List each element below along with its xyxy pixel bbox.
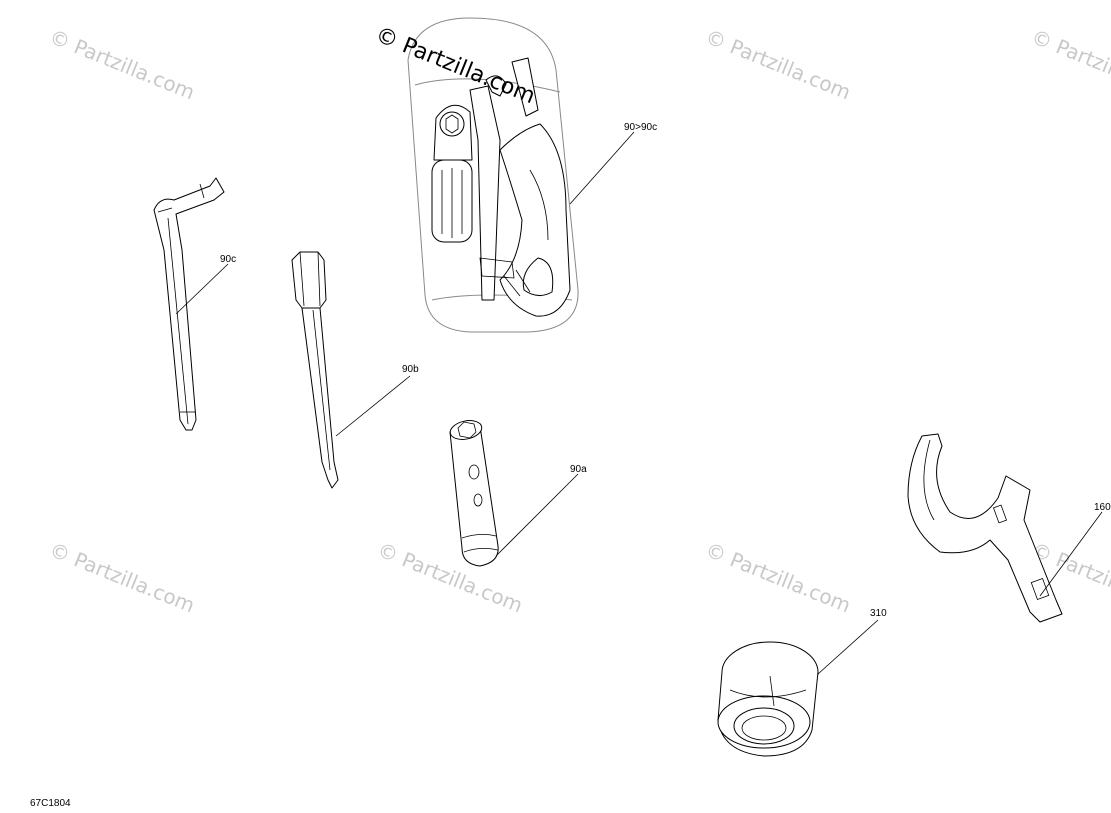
leader-90a — [495, 473, 579, 557]
watermark-text: © Partzilla.com — [702, 537, 854, 617]
tool-kit-case-icon — [407, 17, 579, 333]
callout-90b: 90b — [402, 364, 419, 375]
spanner-wrench-icon — [907, 433, 1063, 623]
watermark-text: © Partzilla.com — [46, 24, 198, 104]
leader-310 — [817, 619, 879, 675]
watermark-text: © Partzilla.com — [702, 24, 854, 104]
screwdriver-bit-icon — [291, 251, 339, 489]
callout-90c: 90c — [220, 254, 236, 265]
callout-90-90c: 90>90c — [624, 122, 657, 133]
leader-lines — [175, 131, 1103, 675]
drawing-number: 67C1804 — [30, 798, 71, 809]
callout-160: 160 — [1094, 502, 1111, 513]
watermark-text: © Partzilla.com — [374, 537, 526, 617]
leader-160 — [1039, 511, 1103, 597]
tubular-spark-plug-wrench-icon — [449, 420, 499, 567]
leader-90-90c — [569, 131, 635, 205]
callout-90a: 90a — [570, 464, 587, 475]
leader-90c — [175, 263, 229, 315]
watermark-text: © Partzilla.com — [46, 537, 198, 617]
callouts: 90>90c 90c 90b 90a 160 310 — [220, 122, 1111, 619]
hex-key-icon — [153, 177, 225, 431]
leader-90b — [335, 375, 411, 437]
bushing-icon — [717, 641, 819, 757]
watermark-text: © Partzilla.com — [1028, 24, 1111, 104]
callout-310: 310 — [870, 608, 887, 619]
